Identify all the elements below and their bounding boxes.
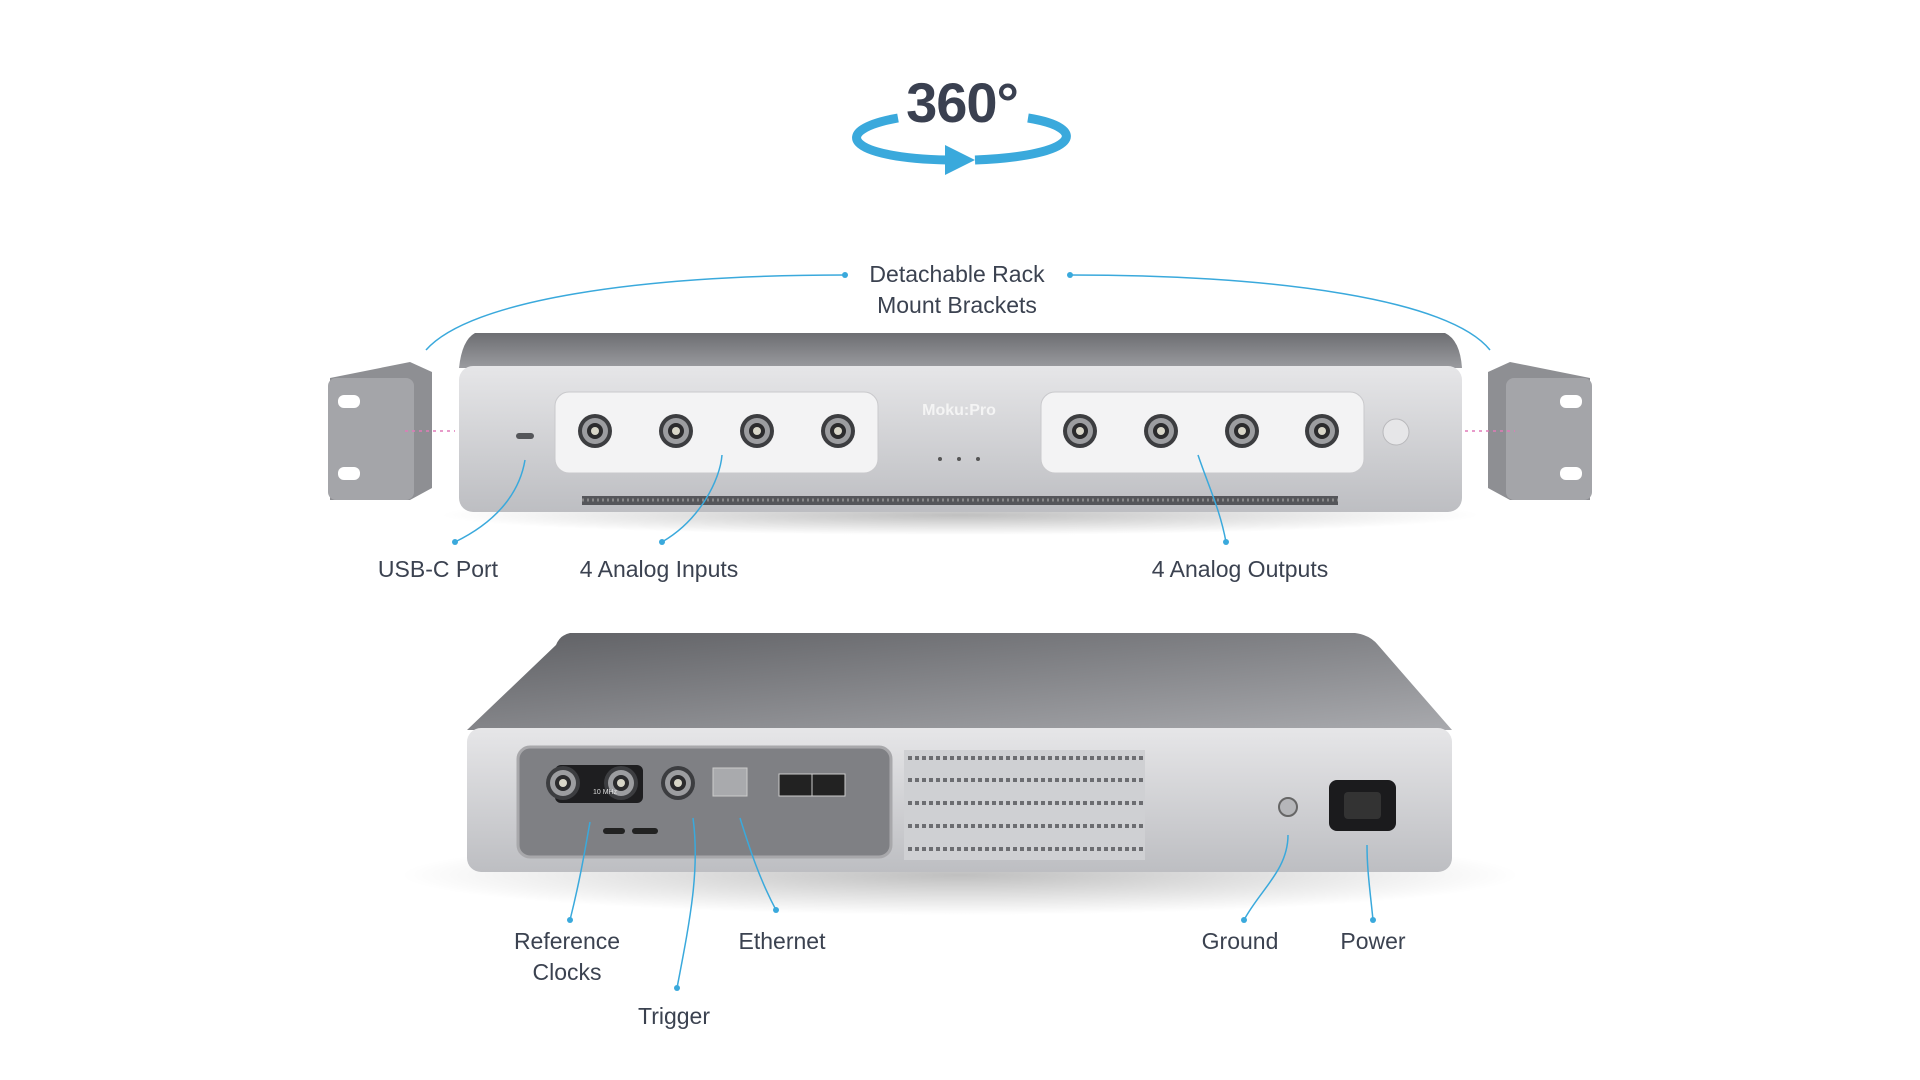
callout-line-1: Detachable Rack <box>869 261 1045 287</box>
callout-rack-brackets: Detachable Rack Mount Brackets <box>869 259 1044 321</box>
front-device <box>440 333 1480 535</box>
callout-analog-inputs: 4 Analog Inputs <box>579 556 739 582</box>
callout-ethernet: Ethernet <box>738 928 826 954</box>
rotate-360-icon <box>852 113 1071 175</box>
callout-trigger: Trigger <box>638 1003 710 1029</box>
left-bracket <box>328 362 432 500</box>
callout-analog-outputs: 4 Analog Outputs <box>1151 556 1329 582</box>
clock-frequency-label: 10 MHz <box>593 789 618 796</box>
rear-device <box>400 633 1520 915</box>
callout-ground: Ground <box>1201 928 1279 954</box>
callout-line-1: Reference <box>513 928 621 954</box>
brand-logo: Moku:Pro <box>922 402 996 419</box>
callout-line-2: Mount Brackets <box>877 292 1037 318</box>
callout-usbc-port: USB-C Port <box>377 556 499 582</box>
rotate-360-label: 360° <box>906 71 1019 134</box>
callout-power: Power <box>1340 928 1406 954</box>
callout-reference-clocks: Reference Clocks <box>514 926 620 988</box>
right-bracket <box>1488 362 1592 500</box>
callout-lines <box>425 274 1491 989</box>
callout-line-2: Clocks <box>532 959 602 985</box>
